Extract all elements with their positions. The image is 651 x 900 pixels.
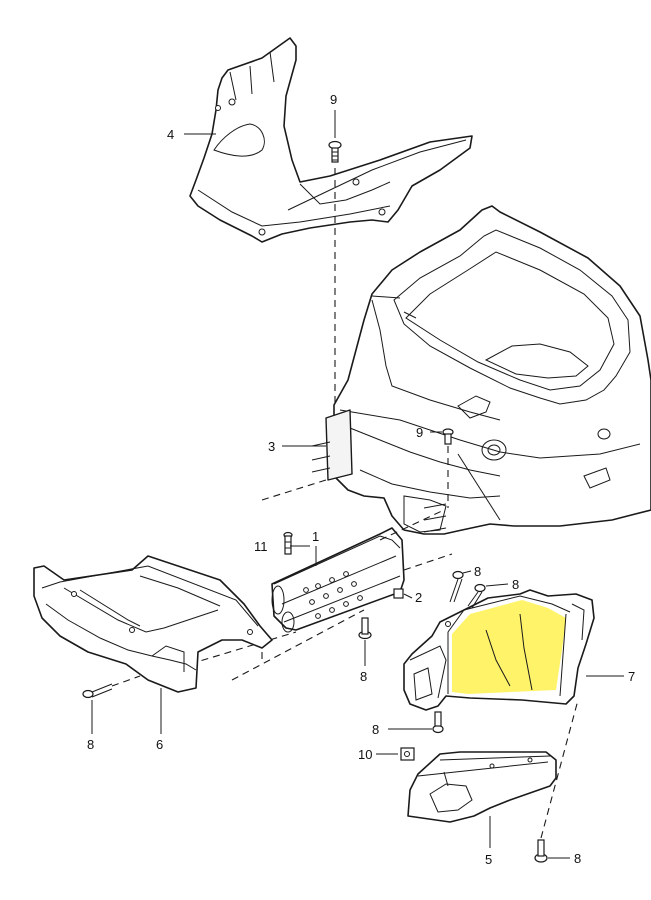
part-7-side-air-duct — [403, 589, 595, 711]
callout-6: 6 — [156, 737, 163, 752]
callout-8-upper-a: 8 — [474, 564, 481, 579]
bolt-8-upper-a — [449, 570, 464, 603]
highlighted-region — [452, 600, 566, 694]
callout-3: 3 — [268, 439, 275, 454]
bolt-8-upper-b — [467, 583, 486, 609]
callout-4: 4 — [167, 127, 174, 142]
callout-7: 7 — [628, 669, 635, 684]
callout-1: 1 — [312, 529, 319, 544]
callout-9-top: 9 — [330, 92, 337, 107]
leader-lines — [91, 110, 624, 859]
part-1-center-duct — [271, 527, 405, 633]
part-6-front-air-guide — [33, 555, 273, 693]
callout-8-center: 8 — [360, 669, 367, 684]
callout-8-left: 8 — [87, 737, 94, 752]
bolt-11 — [283, 531, 293, 555]
callout-10: 10 — [358, 747, 372, 762]
body-studs — [423, 503, 447, 533]
bolt-8-lower — [432, 711, 444, 734]
part-5-lower-guide — [407, 751, 557, 823]
bolt-8-center — [358, 617, 372, 640]
nut-2 — [393, 588, 404, 599]
bolt-8-left — [82, 675, 141, 699]
clip-10 — [400, 747, 415, 761]
rear-body-shell — [333, 205, 651, 535]
callout-8-lower: 8 — [372, 722, 379, 737]
bolt-8-bottom — [534, 839, 548, 863]
callout-11: 11 — [254, 539, 268, 554]
callout-5: 5 — [485, 852, 492, 867]
callout-9-body: 9 — [416, 425, 423, 440]
callout-8-bottom: 8 — [574, 851, 581, 866]
callout-2: 2 — [415, 590, 422, 605]
bolt-9-body — [442, 428, 454, 445]
callout-8-upper-b: 8 — [512, 577, 519, 592]
callout-labels: 1 2 3 4 5 6 7 8 8 8 8 8 8 9 9 10 11 — [87, 92, 635, 867]
part-4-upper-shroud — [189, 37, 473, 243]
part-3-bracket — [311, 409, 353, 481]
bolt-9-top — [328, 140, 342, 163]
